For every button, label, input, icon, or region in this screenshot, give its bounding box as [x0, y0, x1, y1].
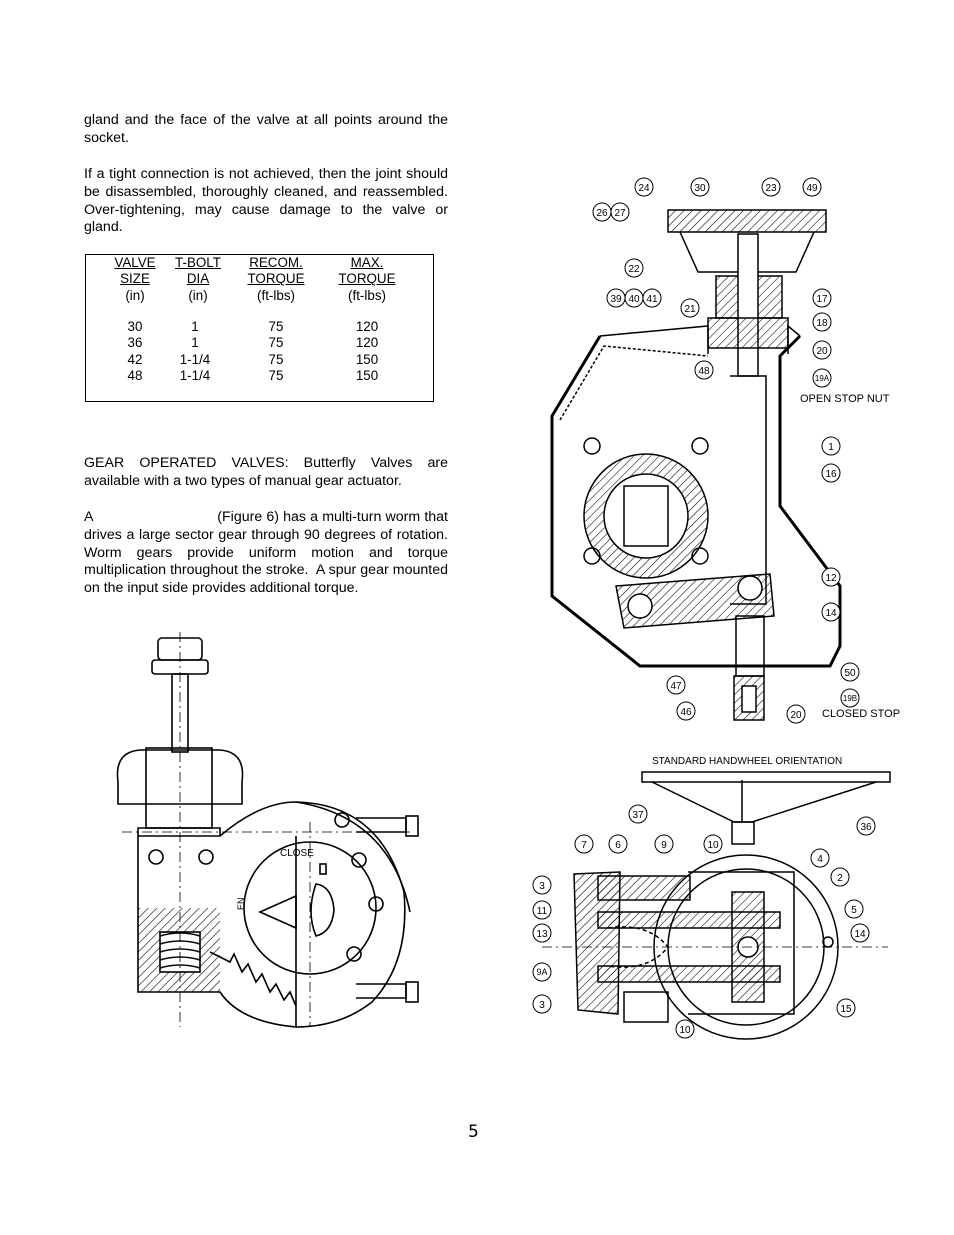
svg-text:4: 4: [817, 854, 823, 865]
gear-actuator-drawing: CLOSE EN: [116, 632, 419, 1028]
table-header-tbolt: T-BOLT DIA (in): [175, 255, 221, 303]
svg-text:46: 46: [680, 707, 692, 718]
svg-text:11: 11: [537, 906, 548, 917]
svg-text:40: 40: [628, 294, 640, 305]
paragraph-gland: gland and the face of the valve at all p…: [84, 112, 448, 146]
handwheel-balloons: 37 36 7 6 9 10 4 3 2 11 5 13 14 9A 3 15 …: [532, 804, 876, 1039]
open-stop-label: OPEN STOP NUT: [800, 393, 890, 405]
svg-text:39: 39: [610, 294, 622, 305]
handwheel-orientation-drawing: STANDARD HANDWHEEL ORIENTATION 37 36 7 6…: [532, 756, 891, 1040]
svg-text:49: 49: [806, 183, 818, 194]
section-balloons: 24 30 23 49 26 27 22 39 40 41 21 17 18 2…: [592, 177, 860, 724]
svg-text:10: 10: [679, 1025, 691, 1036]
svg-text:6: 6: [615, 840, 621, 851]
svg-text:1: 1: [828, 442, 834, 453]
svg-text:9: 9: [661, 840, 667, 851]
svg-text:23: 23: [765, 183, 777, 194]
svg-text:20: 20: [790, 710, 802, 721]
svg-text:27: 27: [614, 208, 626, 219]
svg-text:7: 7: [581, 840, 587, 851]
svg-text:13: 13: [536, 929, 548, 940]
svg-text:20: 20: [816, 346, 828, 357]
open-label: EN: [236, 897, 246, 910]
svg-text:24: 24: [638, 183, 650, 194]
table-header-recom-torque: RECOM. TORQUE (ft-lbs): [247, 255, 305, 303]
svg-text:15: 15: [840, 1004, 852, 1015]
svg-text:22: 22: [628, 264, 640, 275]
svg-text:41: 41: [646, 294, 658, 305]
svg-text:5: 5: [851, 905, 857, 916]
svg-text:50: 50: [844, 668, 856, 679]
paragraph-worm-gear: A (Figure 6) has a multi-turn worm that …: [84, 509, 456, 597]
close-label: CLOSE: [280, 848, 314, 859]
page-number: 5: [468, 1122, 479, 1142]
svg-text:30: 30: [694, 183, 706, 194]
svg-text:19A: 19A: [815, 374, 830, 383]
paragraph-tight-connection: If a tight connection is not achieved, t…: [84, 166, 448, 236]
table-header-valve-size: VALVE SIZE (in): [114, 255, 156, 303]
torque-table: VALVE SIZE (in) T-BOLT DIA (in) RECOM. T…: [85, 254, 434, 402]
svg-text:10: 10: [707, 840, 719, 851]
svg-text:9A: 9A: [536, 967, 547, 977]
svg-text:16: 16: [825, 469, 837, 480]
svg-text:17: 17: [816, 294, 828, 305]
svg-text:2: 2: [837, 873, 843, 884]
svg-text:26: 26: [596, 208, 608, 219]
table-header-max-torque: MAX. TORQUE (ft-lbs): [338, 255, 396, 303]
svg-text:21: 21: [684, 304, 696, 315]
svg-text:3: 3: [539, 881, 545, 892]
svg-text:14: 14: [854, 929, 866, 940]
handwheel-title: STANDARD HANDWHEEL ORIENTATION: [652, 756, 842, 767]
svg-text:37: 37: [632, 810, 644, 821]
closed-stop-label: CLOSED STOP: [822, 708, 900, 720]
paragraph-gear-operated: GEAR OPERATED VALVES: Butterfly Valves a…: [84, 455, 448, 489]
svg-text:47: 47: [670, 681, 682, 692]
svg-text:12: 12: [825, 573, 837, 584]
svg-text:18: 18: [816, 318, 828, 329]
svg-text:36: 36: [860, 822, 872, 833]
svg-text:19B: 19B: [843, 694, 857, 703]
svg-text:48: 48: [698, 366, 710, 377]
actuator-section-drawing: OPEN STOP NUT CLOSED STOP 24 30 23 49 26…: [550, 177, 900, 724]
svg-text:14: 14: [825, 608, 837, 619]
svg-text:3: 3: [539, 1000, 545, 1011]
